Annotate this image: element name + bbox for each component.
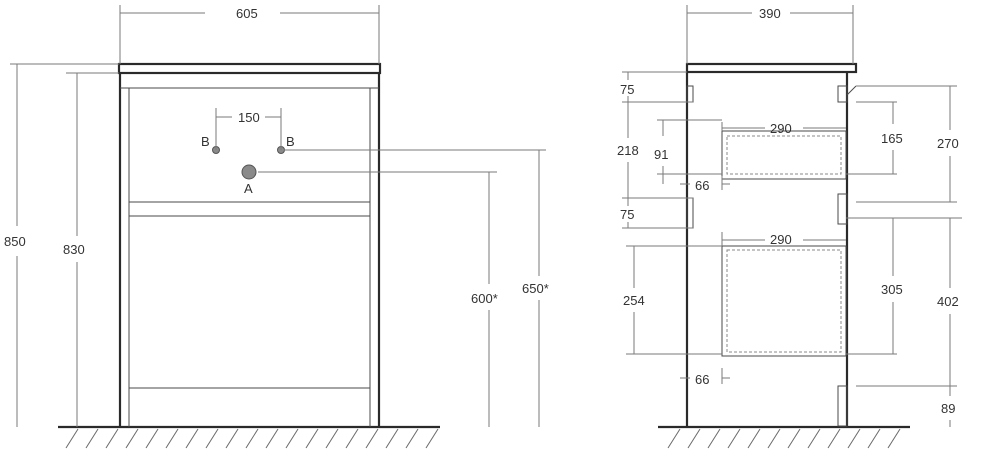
side-back-tab-bottom — [837, 385, 848, 427]
dim-75-top: 75 — [620, 82, 634, 97]
dim-91: 91 — [654, 147, 668, 162]
upper-drawer-inner — [726, 135, 842, 175]
side-back-tab-mid — [837, 193, 848, 225]
drain-hole-a — [241, 164, 257, 180]
side-floor-hatching — [667, 428, 901, 449]
dim-height-830: 830 — [63, 242, 85, 257]
label-b-left: B — [201, 134, 210, 149]
dim-tap-spacing-150: 150 — [238, 110, 260, 125]
dim-305: 305 — [881, 282, 903, 297]
dim-66-top: 66 — [695, 178, 709, 193]
dim-165: 165 — [881, 131, 903, 146]
label-a: A — [244, 181, 253, 196]
dim-89: 89 — [941, 401, 955, 416]
dim-270: 270 — [937, 136, 959, 151]
front-shelf — [128, 201, 371, 217]
front-view: 605 150 B B A 850 830 600* 650* — [4, 5, 549, 449]
dim-218: 218 — [617, 143, 639, 158]
front-floor-hatching — [65, 428, 439, 449]
side-back-tab-top — [837, 85, 848, 103]
front-countertop — [117, 62, 382, 75]
dim-254: 254 — [623, 293, 645, 308]
lower-drawer-inner — [726, 249, 842, 353]
lower-drawer — [721, 245, 847, 357]
dim-290-bottom: 290 — [770, 232, 792, 247]
dim-75-mid: 75 — [620, 207, 634, 222]
dim-width-605: 605 — [236, 6, 258, 21]
dim-66-bottom: 66 — [695, 372, 709, 387]
side-back-notch-top — [846, 85, 857, 96]
label-b-right: B — [286, 134, 295, 149]
dim-depth-390: 390 — [759, 6, 781, 21]
dim-height-600: 600* — [471, 291, 498, 306]
side-view: 390 75 218 75 91 290 66 — [617, 5, 962, 449]
dim-height-850: 850 — [4, 234, 26, 249]
upper-drawer — [721, 130, 847, 180]
dim-height-650: 650* — [522, 281, 549, 296]
dim-402: 402 — [937, 294, 959, 309]
dim-290-top: 290 — [770, 121, 792, 136]
side-countertop — [685, 62, 858, 74]
